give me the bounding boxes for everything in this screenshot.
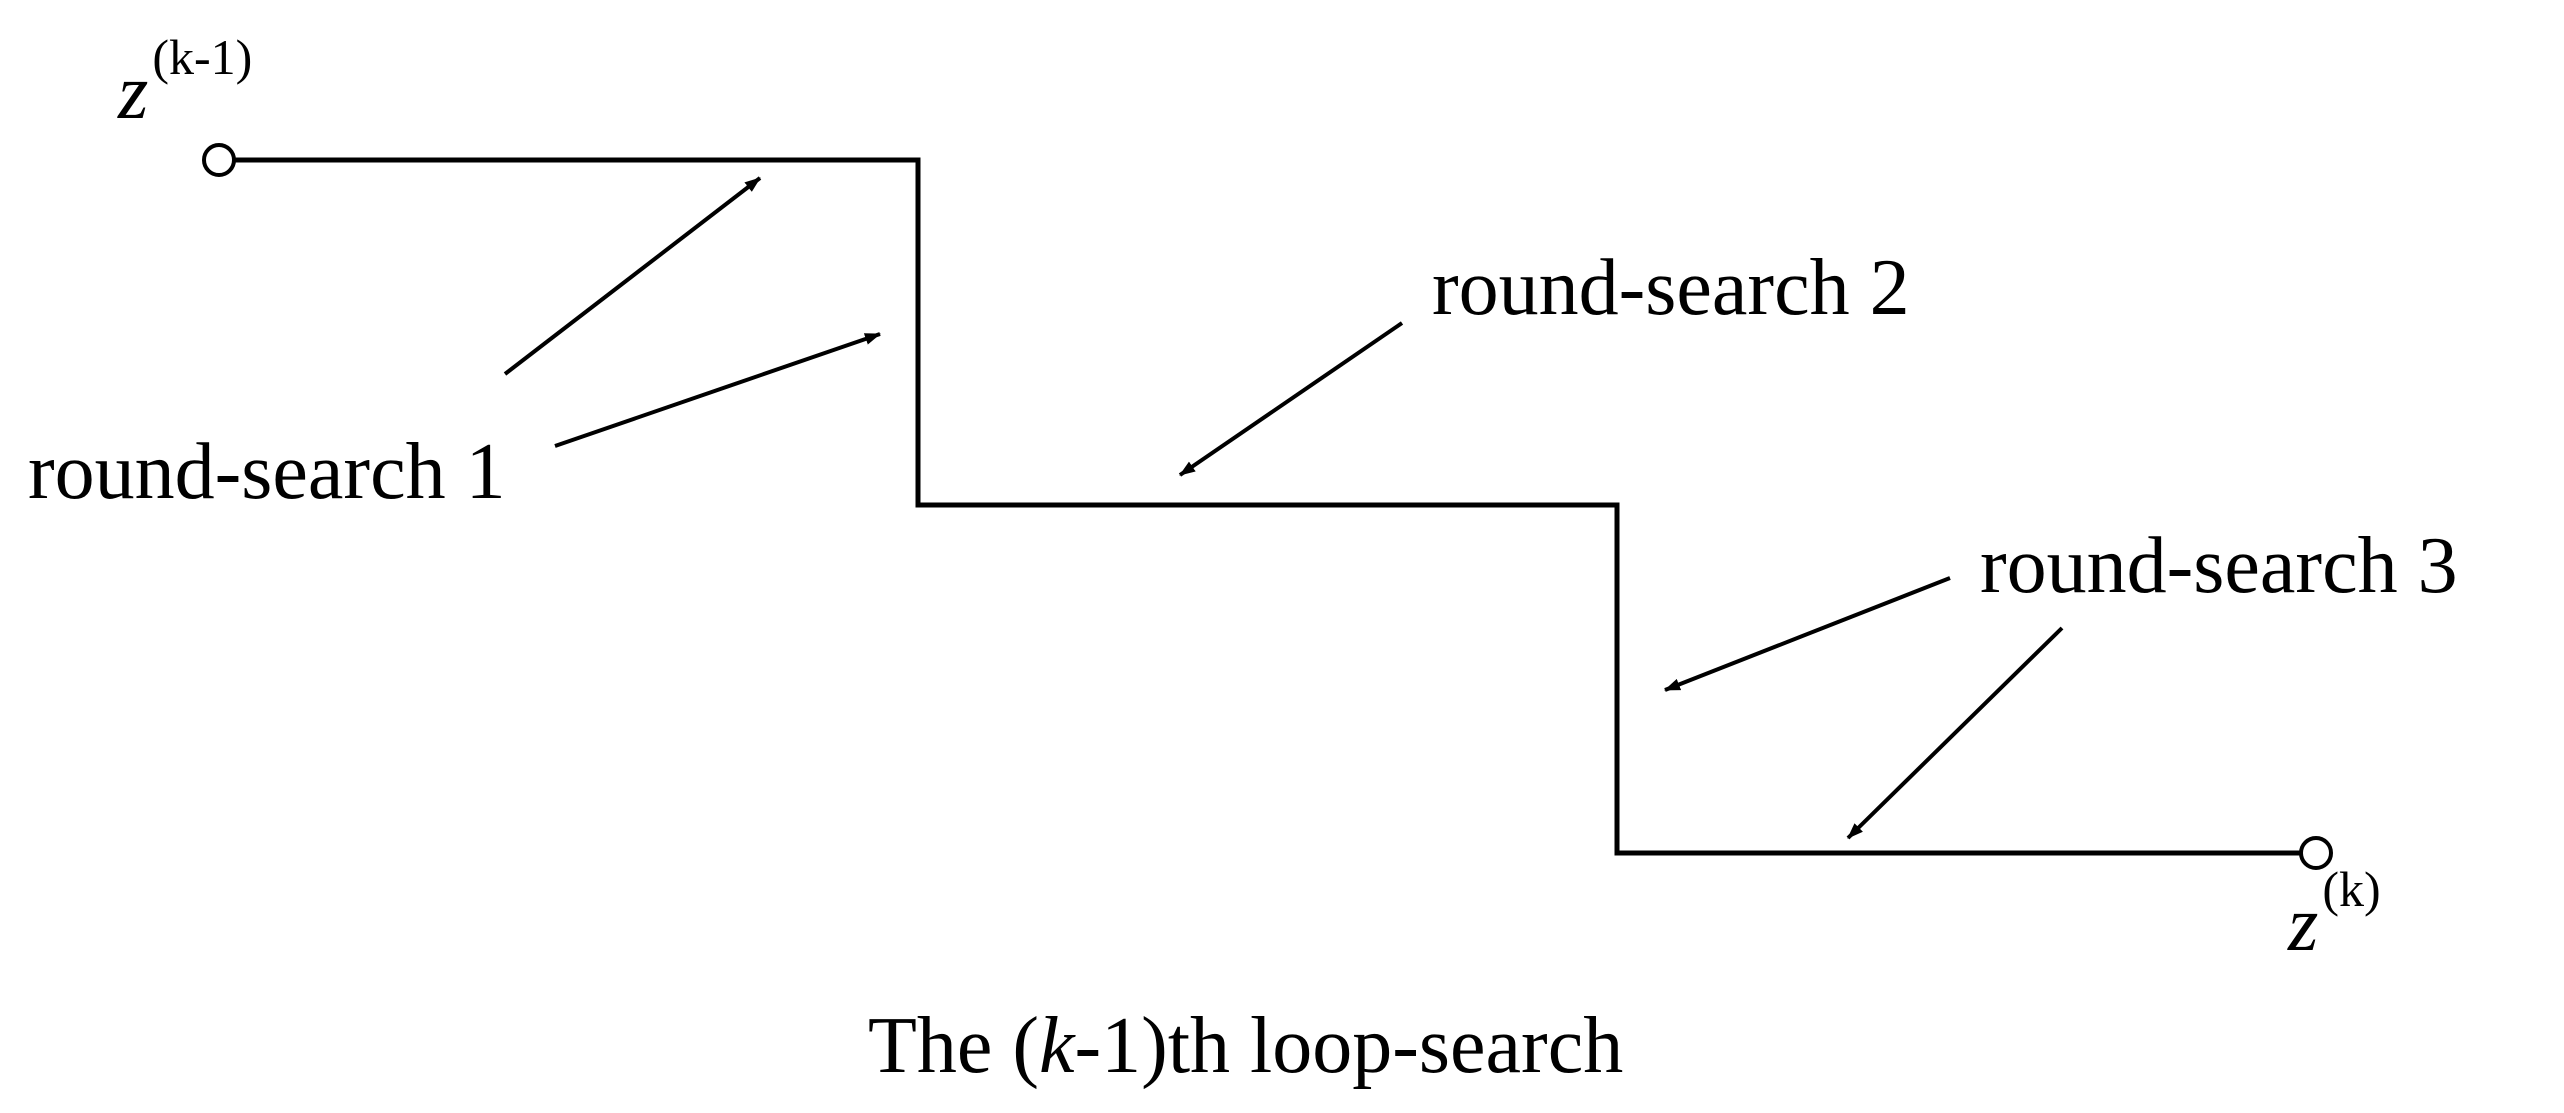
diagram-caption: The (k-1)th loop-search [868,1002,1623,1090]
caption-variable: k [1039,1002,1076,1090]
arrow-round-search-3-vertical [1664,576,1951,692]
end-point-label: z (k) [2287,861,2381,967]
end-point-label-superscript: (k) [2322,861,2380,917]
round-search-3-label: round-search 3 [1980,522,2458,610]
round-search-1-label: round-search 1 [28,428,506,516]
end-point-marker [2299,836,2333,870]
caption-prefix: The ( [868,1002,1039,1090]
start-point-label-base: z [117,48,148,135]
start-point-label: z (k-1) [117,29,252,135]
start-point-label-superscript: (k-1) [152,29,252,85]
caption-suffix: -1)th loop-search [1075,1002,1624,1090]
arrow-round-search-3-horizontal [1846,626,2064,840]
arrow-round-search-2 [1178,321,1404,477]
search-path [219,157,2316,856]
start-point-marker [202,143,236,177]
arrow-round-search-1-vertical [554,332,881,448]
round-search-2-label: round-search 2 [1432,244,1910,332]
arrow-round-search-1-horizontal [503,176,762,376]
end-point-label-base: z [2287,880,2318,967]
